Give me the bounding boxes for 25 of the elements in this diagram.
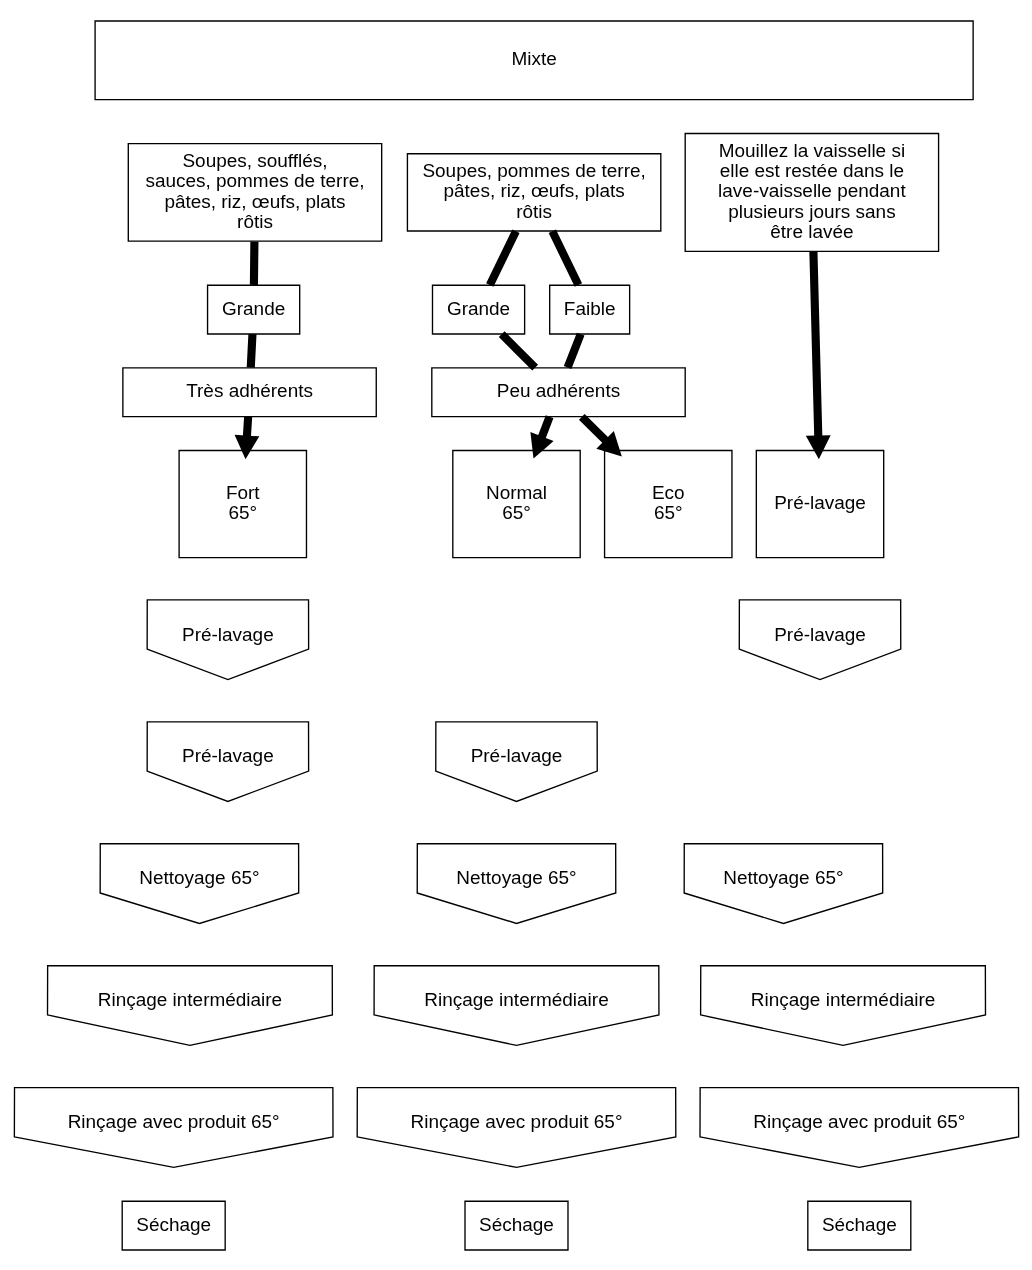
arrow: [529, 414, 554, 459]
node-box: Faible: [548, 284, 630, 335]
node-box: Fort 65°: [177, 449, 307, 558]
node-box: Grande: [206, 284, 300, 335]
node-box: Eco 65°: [603, 449, 733, 558]
node-box: Soupes, soufflés, sauces, pommes de terre, pâtes, riz, œufs, plats rôtis: [127, 142, 382, 242]
arrow: [234, 416, 259, 459]
node-box: Mixte: [93, 19, 974, 100]
node-box: Peu adhérents: [430, 366, 686, 417]
node-box: Très adhérents: [121, 366, 377, 417]
connector: [246, 333, 256, 368]
node-box: Soupes, pommes de terre, pâtes, riz, œufs, plats rôtis: [406, 152, 661, 232]
arrow: [805, 250, 831, 459]
node-box: Normal 65°: [451, 449, 581, 558]
node-box: Séchage: [806, 1200, 911, 1251]
connector: [485, 229, 520, 287]
node-box: Mouillez la vaisselle si elle est restée dans le lave-vaisselle pendant plusieurs jours sans être lavée: [684, 132, 939, 252]
node-box: Séchage: [463, 1200, 569, 1251]
node-box: Séchage: [121, 1200, 226, 1251]
connector: [548, 229, 582, 287]
connector: [498, 330, 538, 370]
connector: [249, 241, 258, 285]
connector: [563, 332, 584, 369]
node-box: Pré-lavage: [755, 449, 884, 558]
node-box: Grande: [431, 284, 525, 335]
